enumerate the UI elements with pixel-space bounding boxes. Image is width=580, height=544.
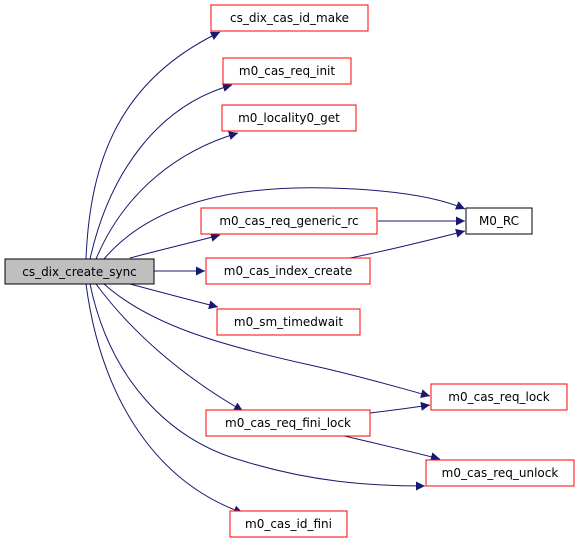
node-m0-locality0-get[interactable]: m0_locality0_get [221,104,357,132]
node-label: m0_cas_id_fini [245,517,332,531]
node-m0-cas-id-fini[interactable]: m0_cas_id_fini [229,510,348,538]
node-label: m0_cas_req_init [239,64,335,78]
node-label: m0_cas_req_fini_lock [225,416,351,430]
node-label: m0_locality0_get [238,111,340,125]
edge-fini-lock-to-req-unlock [339,434,441,462]
edge-root-to-locality [95,131,239,260]
node-label: m0_cas_req_generic_rc [219,214,358,228]
node-m0-cas-req-generic-rc[interactable]: m0_cas_req_generic_rc [200,207,378,235]
edge-root-to-id-make [85,31,221,260]
edge-root-to-m0-rc [103,187,466,260]
node-m0-sm-timedwait[interactable]: m0_sm_timedwait [216,308,361,336]
edge-root-to-req-init [89,83,233,260]
node-m0-cas-req-lock[interactable]: m0_cas_req_lock [430,383,568,411]
node-label: cs_dix_create_sync [22,265,137,279]
edge-root-to-generic-rc [129,232,221,259]
node-label: M0_RC [479,214,519,228]
node-m0-cas-req-unlock[interactable]: m0_cas_req_unlock [425,459,575,487]
node-cs-dix-cas-id-make[interactable]: cs_dix_cas_id_make [210,4,369,32]
edge-root-to-fini-lock [95,283,244,412]
node-m0-cas-index-create[interactable]: m0_cas_index_create [205,257,371,285]
edge-root-to-id-fini [85,283,244,515]
edge-root-to-req-lock [103,283,431,399]
node-label: m0_sm_timedwait [234,315,343,329]
edge-root-to-timedwait [129,283,219,310]
edge-index-create-to-m0-rc [349,228,466,259]
node-label: m0_cas_req_unlock [442,466,559,480]
node-m0-cas-req-fini-lock[interactable]: m0_cas_req_fini_lock [205,409,371,437]
edge-fini-lock-to-req-lock [369,401,431,414]
node-label: m0_cas_index_create [224,264,352,278]
node-label: m0_cas_req_lock [448,390,549,404]
edge-root-to-req-unlock [89,283,426,491]
node-m0-rc[interactable]: M0_RC [465,207,533,235]
node-m0-cas-req-init[interactable]: m0_cas_req_init [222,57,352,85]
node-root[interactable]: cs_dix_create_sync [4,258,155,285]
node-label: cs_dix_cas_id_make [230,11,349,25]
